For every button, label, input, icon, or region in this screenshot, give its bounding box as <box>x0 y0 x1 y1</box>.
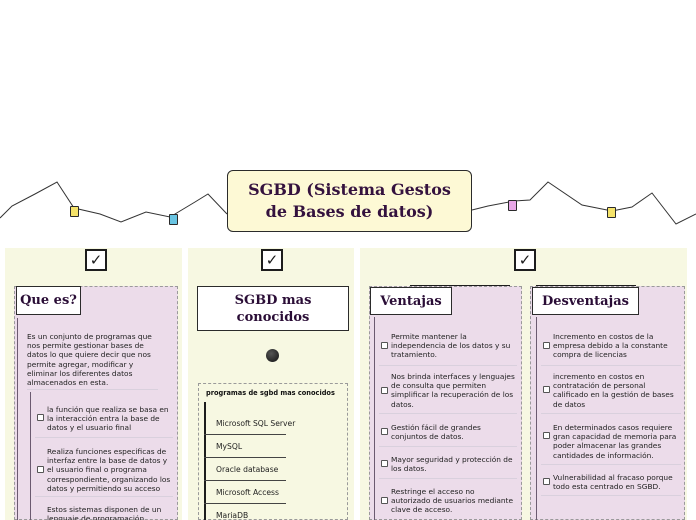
checkbox-icon[interactable] <box>381 387 388 394</box>
separator <box>379 365 517 366</box>
list-item: En determinados casos requiere gran capa… <box>553 423 677 460</box>
branch-line <box>17 318 18 520</box>
checkbox-icon[interactable] <box>543 478 550 485</box>
separator <box>541 464 681 465</box>
checkbox-icon[interactable] <box>543 432 550 439</box>
sub-branch-line <box>374 317 375 520</box>
note-marker-icon[interactable] <box>166 214 178 230</box>
checkbox-checked-icon[interactable]: ✓ <box>261 249 283 271</box>
program-item[interactable]: MariaDB <box>216 511 249 520</box>
separator <box>35 437 173 438</box>
list-item: Restringe el acceso no autorizado de usu… <box>391 487 513 515</box>
checkbox-icon[interactable] <box>381 342 388 349</box>
checkbox-icon[interactable] <box>381 428 388 435</box>
topic-que-es[interactable]: Que es? <box>16 286 81 315</box>
list-item: Vulnerabilidad al fracaso porque todo es… <box>553 473 673 492</box>
topic-desventajas[interactable]: Desventajas <box>532 287 639 315</box>
program-item[interactable]: Microsoft Access <box>216 488 279 497</box>
checkbox-icon[interactable] <box>543 342 550 349</box>
central-topic[interactable]: SGBD (Sistema Gestos de Bases de datos) <box>227 170 472 232</box>
separator <box>541 413 681 414</box>
list-item: Gestión fácil de grandes conjuntos de da… <box>391 423 481 442</box>
checkbox-checked-icon[interactable]: ✓ <box>85 249 107 271</box>
subtopic-label[interactable]: programas de sgbd mas conocidos <box>206 389 335 397</box>
separator <box>204 503 286 504</box>
checkbox-icon[interactable] <box>381 497 388 504</box>
description-text: Es un conjunto de programas que nos perm… <box>27 332 152 388</box>
list-item: Nos brinda interfaces y lenguajes de con… <box>391 372 515 409</box>
separator <box>541 365 681 366</box>
separator <box>204 480 286 481</box>
left-branch-box <box>14 286 178 520</box>
checkbox-icon[interactable] <box>37 414 44 421</box>
ventajas-branch-box <box>369 286 522 520</box>
list-item: Mayor seguridad y protección de los dato… <box>391 455 513 474</box>
topic-ventajas[interactable]: Ventajas <box>370 287 452 315</box>
separator <box>379 478 517 479</box>
list-item: Permite mantener la independencia de los… <box>391 332 511 360</box>
note-marker-icon[interactable] <box>67 206 79 222</box>
checkbox-icon[interactable] <box>381 460 388 467</box>
checkbox-icon[interactable] <box>37 466 44 473</box>
list-item: Incremento en costos de la empresa debid… <box>553 332 668 360</box>
list-item: la función que realiza se basa en la int… <box>47 405 169 433</box>
program-item[interactable]: Microsoft SQL Server <box>216 419 296 428</box>
separator <box>541 495 681 496</box>
note-marker-icon[interactable] <box>505 200 517 216</box>
program-item[interactable]: Oracle database <box>216 465 279 474</box>
separator <box>204 457 286 458</box>
topic-sgbd-mas-conocidos[interactable]: SGBD mas conocidos <box>197 286 349 331</box>
bullet-icon[interactable] <box>266 349 279 362</box>
checkbox-icon[interactable] <box>543 386 550 393</box>
middle-branch-box <box>198 383 348 520</box>
sub-branch-line <box>30 392 31 520</box>
separator <box>379 446 517 447</box>
desventajas-branch-box <box>530 286 685 520</box>
separator <box>35 496 173 497</box>
list-item: Realiza funciones especificas de interfa… <box>47 447 171 493</box>
separator <box>27 389 158 390</box>
list-item: Estos sistemas disponen de un lenguaje d… <box>47 505 162 520</box>
sub-branch-line <box>204 402 206 520</box>
note-marker-icon[interactable] <box>604 207 616 223</box>
program-item[interactable]: MySQL <box>216 442 243 451</box>
list-item: incremento en costos en contratación de … <box>553 372 674 409</box>
sub-branch-line <box>536 317 537 520</box>
separator <box>379 413 517 414</box>
checkbox-checked-icon[interactable]: ✓ <box>514 249 536 271</box>
separator <box>204 434 286 435</box>
